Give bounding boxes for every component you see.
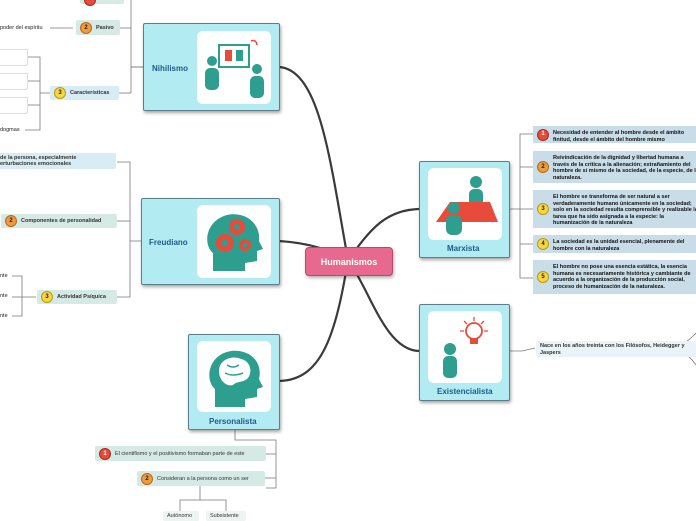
caracteristica-item[interactable]	[0, 97, 28, 114]
nihilismo-pasivo[interactable]: 2 Pasivo	[76, 20, 120, 35]
number-badge: 2	[537, 161, 549, 173]
actividad-item: nte	[0, 313, 8, 319]
actividad-item: nte	[0, 273, 8, 279]
marxista-illustration	[428, 168, 502, 240]
nihilismo-sub-text: poder del espíritu	[0, 25, 43, 31]
actividad-item: nte	[0, 293, 8, 299]
nihilismo-caracteristicas[interactable]: 3 Características	[50, 86, 119, 100]
existencialista-note[interactable]: Nace en los años treinta con los Filósof…	[536, 341, 696, 357]
existencialista-note-text: Nace en los años treinta con los Filósof…	[540, 343, 685, 356]
caracteristicas-label: Características	[70, 90, 110, 96]
branch-nihilismo	[278, 65, 350, 261]
number-badge: 2	[141, 472, 153, 485]
number-badge: 5	[537, 271, 549, 283]
freudiano-componentes[interactable]: 2 Componentes de personalidad	[1, 214, 117, 228]
number-badge: 1	[537, 128, 549, 141]
number-badge: 1	[99, 447, 111, 460]
existencialista-card[interactable]: Existencialista	[419, 304, 510, 401]
existencialista-label: Existencialista	[437, 387, 493, 396]
personalista-item-1[interactable]: 1 El cientifismo y el positivismo formab…	[95, 446, 266, 461]
head-brain-icon	[209, 350, 263, 407]
existencialista-illustration	[428, 311, 502, 383]
number-badge: 2	[5, 215, 17, 227]
freudiano-note[interactable]: de la persona, especialmente erturbacion…	[0, 153, 116, 169]
head-gears-icon	[207, 214, 263, 271]
personalista-autonomo[interactable]: Autónomo	[163, 511, 199, 521]
personalista-subsistente[interactable]: Subsistente	[206, 511, 246, 521]
nihilismo-illustration	[197, 31, 271, 104]
marxista-item-2-text: Reivindicación de la dignidad y libertad…	[553, 155, 696, 181]
caracteristica-item[interactable]	[0, 73, 28, 90]
personalista-item-2-text: Consideran a la persona como un ser	[157, 475, 249, 482]
marxista-item-1[interactable]: 1 Necesidad de entender al hombre desde …	[533, 126, 696, 143]
freudiano-note-line1: de la persona, especialmente	[0, 155, 77, 161]
nihilismo-top-item[interactable]	[80, 0, 124, 6]
marxista-item-5[interactable]: 5 El hombre no pose una esencia estática…	[533, 260, 696, 294]
number-badge: 2	[80, 21, 92, 34]
personalista-card[interactable]: Personalista	[188, 334, 280, 430]
person-idea-icon	[443, 317, 488, 378]
personalista-label: Personalista	[209, 417, 257, 426]
number-badge: 3	[537, 203, 549, 215]
marxista-item-4[interactable]: 4 La sociedad es la unidad esencial, ple…	[533, 235, 696, 253]
freudiano-label: Freudiano	[149, 238, 188, 247]
marxista-item-2[interactable]: 2 Reivindicación de la dignidad y libert…	[533, 151, 696, 183]
nihilismo-label: Nihilismo	[152, 64, 189, 73]
marxista-label: Marxista	[447, 244, 480, 253]
freudiano-card[interactable]: Freudiano	[141, 198, 280, 285]
marxista-item-3-text: El hombre se transforma de ser natural a…	[553, 194, 696, 226]
branch-personalista	[278, 259, 350, 383]
freudiano-note-line2: erturbaciones emocionales	[0, 161, 72, 167]
autonomo-label: Autónomo	[167, 513, 193, 519]
freudiano-actividad[interactable]: 3 Actividad Psíquica	[37, 290, 117, 304]
number-badge: 3	[54, 87, 66, 99]
componentes-label: Componentes de personalidad	[21, 218, 102, 224]
subsistente-label: Subsistente	[210, 513, 239, 519]
person-presentation-icon	[205, 39, 264, 98]
dogmas-text: dogmas	[0, 127, 20, 133]
marxista-item-5-text: El hombre no pose una esencia estática, …	[553, 264, 691, 290]
marxista-item-1-text: Necesidad de entender al hombre desde el…	[553, 130, 685, 143]
marxista-item-4-text: La sociedad es la unidad esencial, plena…	[553, 239, 685, 252]
number-badge: 3	[41, 291, 53, 303]
actividad-label: Actividad Psíquica	[57, 294, 106, 300]
marxista-item-3[interactable]: 3 El hombre se transforma de ser natural…	[533, 190, 696, 228]
pasivo-label: Pasivo	[96, 24, 114, 31]
meeting-table-icon	[436, 176, 498, 235]
personalista-item-2[interactable]: 2 Consideran a la persona como un ser	[137, 471, 265, 486]
freudiano-illustration	[197, 205, 271, 278]
caracteristica-item[interactable]	[0, 49, 28, 66]
nihilismo-card[interactable]: Nihilismo	[143, 23, 280, 111]
number-badge: 4	[537, 238, 549, 250]
central-topic[interactable]: Humanismos	[305, 247, 393, 276]
marxista-card[interactable]: Marxista	[419, 161, 510, 258]
personalista-illustration	[197, 341, 271, 412]
personalista-item-1-text: El cientifismo y el positivismo formaban…	[115, 450, 245, 457]
